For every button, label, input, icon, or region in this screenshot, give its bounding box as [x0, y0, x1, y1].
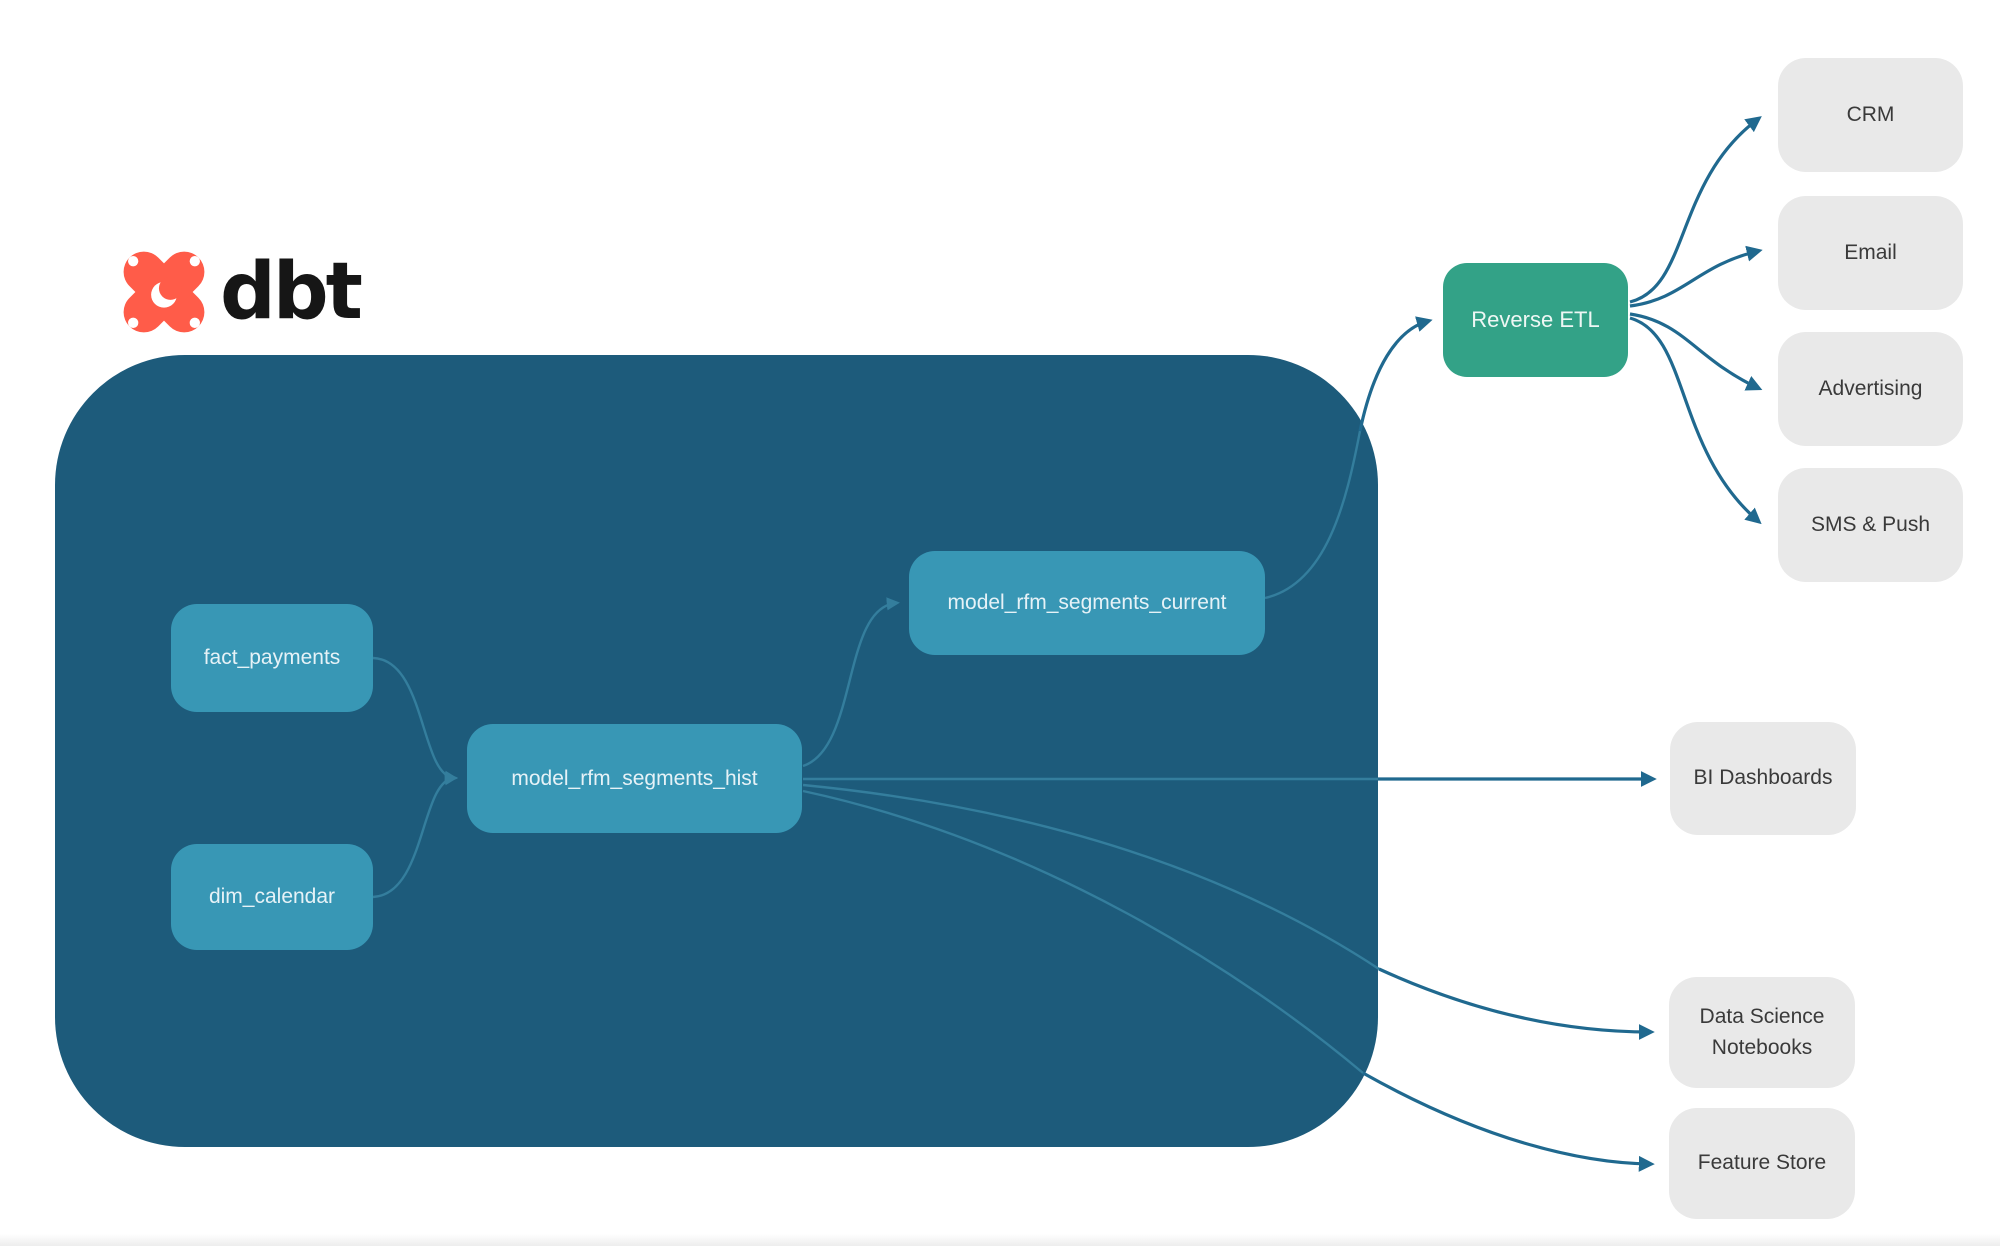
dbt-logo: dbt [118, 246, 363, 338]
node-feature-store: Feature Store [1669, 1108, 1855, 1219]
node-fact-payments: fact_payments [171, 604, 373, 712]
node-dim-calendar-label: dim_calendar [208, 885, 336, 908]
node-reverse-etl-label: Reverse ETL [1471, 307, 1600, 332]
dbt-logo-icon [123, 251, 205, 333]
node-crm-label: CRM [1846, 102, 1895, 126]
node-advertising: Advertising [1778, 332, 1963, 446]
wire-retl-to-sms [1629, 316, 1762, 525]
node-bi-dashboards: BI Dashboards [1670, 722, 1856, 835]
wire-to-ds [1378, 967, 1655, 1040]
node-crm: CRM [1778, 58, 1963, 172]
node-fact-payments-label: fact_payments [203, 646, 341, 669]
node-reverse-etl: Reverse ETL [1443, 263, 1628, 377]
node-bi-dashboards-label: BI Dashboards [1693, 766, 1833, 790]
node-email-label: Email [1844, 240, 1897, 264]
node-dim-calendar: dim_calendar [171, 844, 373, 950]
node-model-rfm-segments-current-label: model_rfm_segments_current [947, 591, 1227, 614]
node-model-rfm-segments-hist-label: model_rfm_segments_hist [511, 766, 758, 790]
wire-retl-to-email [1629, 245, 1763, 308]
node-model-rfm-segments-hist: model_rfm_segments_hist [467, 724, 802, 833]
node-data-science-notebooks-label: Data Science Notebooks [1699, 1005, 1825, 1059]
wire-to-reverse-etl [1358, 316, 1433, 432]
node-advertising-label: Advertising [1818, 376, 1923, 400]
node-feature-store-label: Feature Store [1697, 1151, 1827, 1175]
node-model-rfm-segments-current: model_rfm_segments_current [909, 551, 1265, 655]
node-email: Email [1778, 196, 1963, 310]
wire-retl-to-advertising [1629, 312, 1763, 391]
wire-retl-to-crm [1629, 116, 1762, 304]
node-sms-push: SMS & Push [1778, 468, 1963, 582]
node-sms-push-label: SMS & Push [1810, 512, 1931, 536]
bottom-edge-shade [0, 1234, 2000, 1246]
dbt-logo-text: dbt [220, 247, 363, 337]
wire-to-fs [1362, 1071, 1655, 1172]
node-data-science-notebooks: Data Science Notebooks [1669, 977, 1855, 1088]
